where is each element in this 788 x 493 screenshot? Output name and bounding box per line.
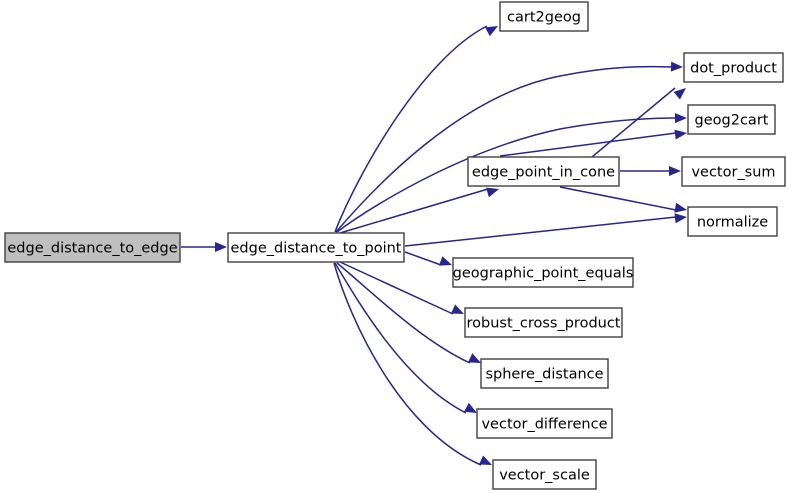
node-label: sphere_distance xyxy=(485,367,603,383)
edge-layer xyxy=(181,25,687,466)
node-edge_distance_to_point[interactable]: edge_distance_to_point xyxy=(227,232,405,263)
edge-line xyxy=(339,188,489,234)
call-edge xyxy=(339,261,464,315)
node-edge_point_in_cone[interactable]: edge_point_in_cone xyxy=(467,156,620,187)
edge-line xyxy=(333,262,482,466)
node-box[interactable] xyxy=(467,156,620,187)
node-label: edge_distance_to_point xyxy=(231,241,402,257)
edge-arrowhead xyxy=(673,88,686,100)
node-label: geographic_point_equals xyxy=(453,266,634,282)
call-edge xyxy=(336,262,481,364)
edge-arrowhead xyxy=(674,202,687,213)
node-box[interactable] xyxy=(452,257,634,288)
edge-line xyxy=(339,261,454,315)
edge-arrowhead xyxy=(439,256,452,266)
node-box[interactable] xyxy=(476,408,613,439)
call-edge xyxy=(404,251,452,266)
node-label: vector_scale xyxy=(499,468,590,484)
call-edge xyxy=(404,213,687,247)
node-box[interactable] xyxy=(687,104,776,135)
node-box[interactable] xyxy=(227,232,405,263)
node-vector_difference[interactable]: vector_difference xyxy=(476,408,613,439)
edge-line xyxy=(334,25,488,233)
node-layer: edge_distance_to_edge edge_distance_to_po… xyxy=(4,1,786,490)
edge-arrowhead xyxy=(486,187,499,198)
node-vector_scale[interactable]: vector_scale xyxy=(492,459,597,490)
node-box[interactable] xyxy=(4,232,181,263)
node-label: cart2geog xyxy=(507,10,581,26)
call-edge xyxy=(336,113,687,233)
call-edge xyxy=(334,262,477,414)
node-label: normalize xyxy=(697,215,768,231)
edge-arrowhead xyxy=(215,242,227,252)
edge-line xyxy=(336,117,677,233)
call-edge xyxy=(181,242,227,252)
call-edge xyxy=(334,25,498,233)
node-box[interactable] xyxy=(681,156,786,187)
node-label: vector_difference xyxy=(481,417,607,433)
node-label: vector_sum xyxy=(691,165,775,181)
node-box[interactable] xyxy=(683,52,784,83)
edge-arrowhead xyxy=(674,129,687,140)
edge-arrowhead xyxy=(674,213,687,224)
edge-line xyxy=(404,251,442,266)
edge-line xyxy=(559,186,677,211)
edge-line xyxy=(404,216,677,247)
edge-line xyxy=(334,262,467,414)
edge-arrowhead xyxy=(670,61,683,72)
node-cart2geog[interactable]: cart2geog xyxy=(499,1,589,32)
node-label: edge_point_in_cone xyxy=(472,165,615,181)
node-normalize[interactable]: normalize xyxy=(687,206,778,237)
node-box[interactable] xyxy=(499,1,589,32)
call-edge xyxy=(333,262,492,466)
node-box[interactable] xyxy=(492,459,597,490)
node-dot_product[interactable]: dot_product xyxy=(683,52,784,83)
edge-arrowhead xyxy=(669,166,681,176)
node-label: dot_product xyxy=(690,61,777,77)
call-edge xyxy=(339,187,499,234)
node-label: geog2cart xyxy=(695,113,769,129)
node-box[interactable] xyxy=(464,307,623,338)
node-label: edge_distance_to_edge xyxy=(7,241,177,257)
node-label: robust_cross_product xyxy=(466,316,620,332)
edge-arrowhead xyxy=(468,353,481,363)
call-edge xyxy=(620,166,681,176)
edge-arrowhead xyxy=(674,113,687,124)
edge-arrowhead xyxy=(479,455,492,465)
node-sphere_distance[interactable]: sphere_distance xyxy=(480,358,609,389)
node-geographic_point_equals[interactable]: geographic_point_equals xyxy=(452,257,634,288)
node-box[interactable] xyxy=(480,358,609,389)
call-edge xyxy=(499,129,687,157)
node-robust_cross_product[interactable]: robust_cross_product xyxy=(464,307,623,338)
edge-line xyxy=(335,65,673,233)
edge-arrowhead xyxy=(485,26,498,37)
edge-arrowhead xyxy=(451,304,464,314)
node-box[interactable] xyxy=(687,206,778,237)
edge-line xyxy=(336,262,471,364)
node-vector_sum[interactable]: vector_sum xyxy=(681,156,786,187)
call-edge xyxy=(559,186,687,213)
node-geog2cart[interactable]: geog2cart xyxy=(687,104,776,135)
node-edge_distance_to_edge[interactable]: edge_distance_to_edge xyxy=(4,232,181,263)
call-edge xyxy=(335,61,683,233)
edge-line xyxy=(499,132,677,157)
edge-arrowhead xyxy=(464,402,477,413)
